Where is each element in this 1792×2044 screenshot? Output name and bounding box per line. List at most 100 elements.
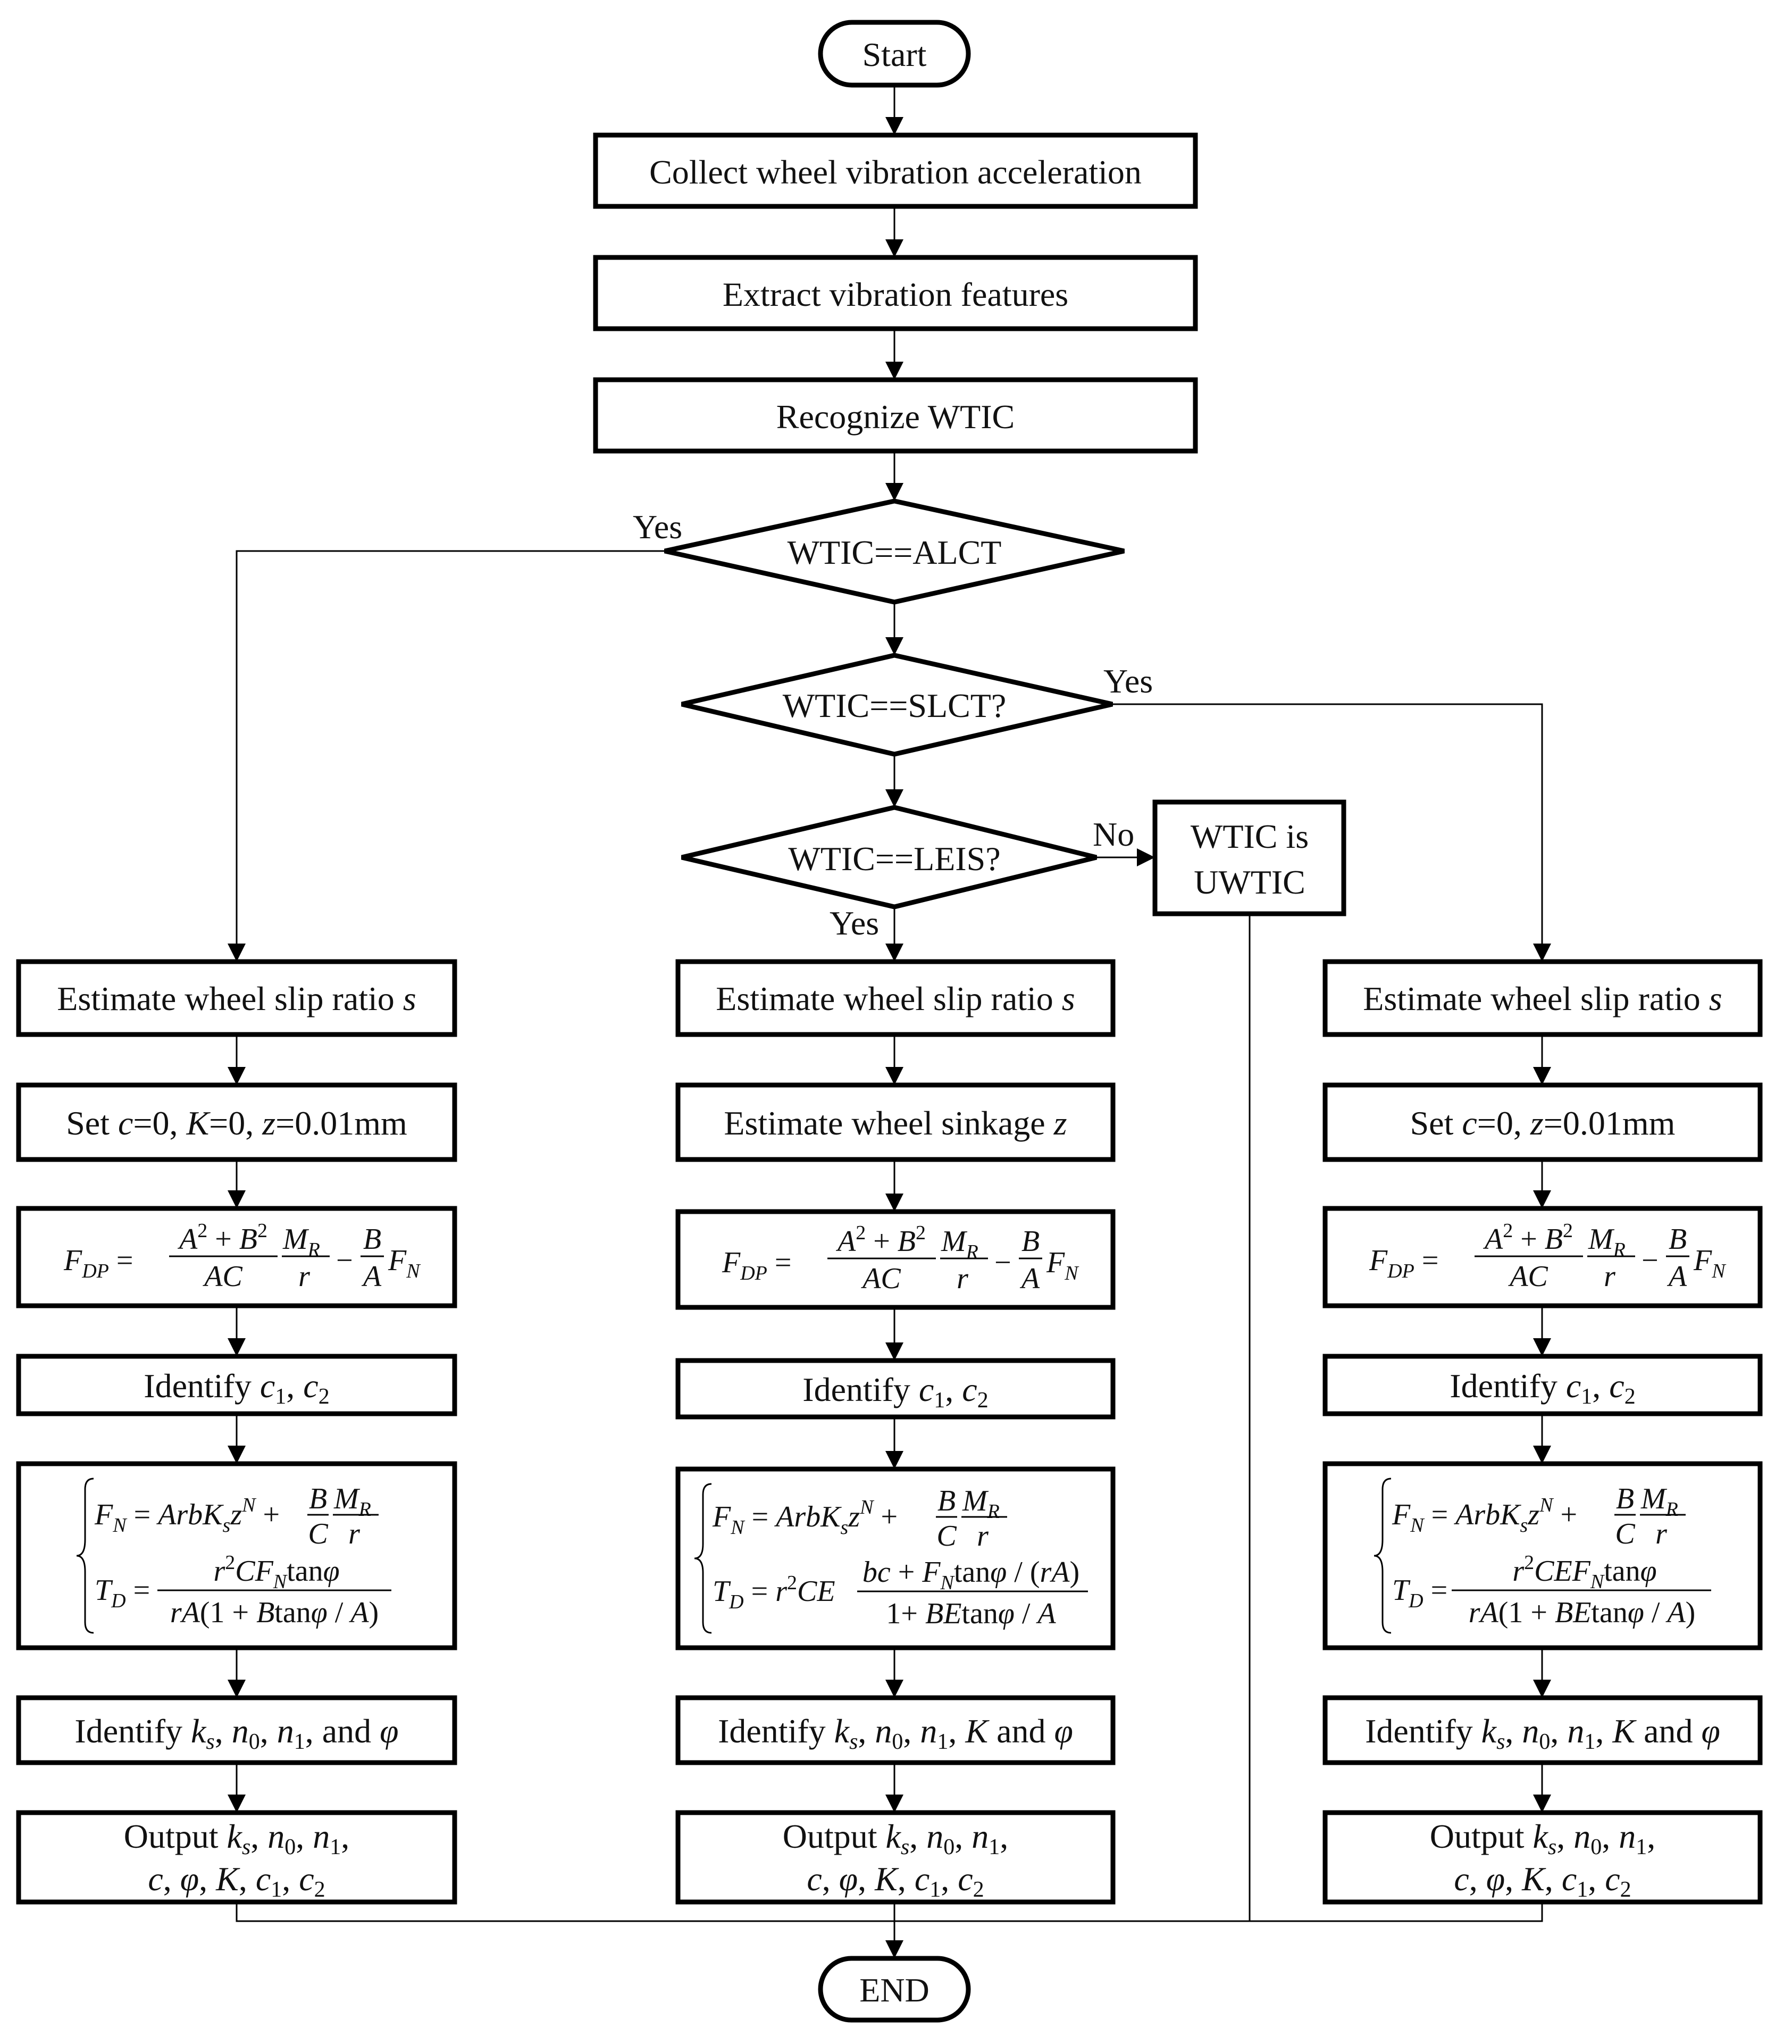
left-set-box (16, 1082, 457, 1162)
start-label: Start (862, 36, 927, 73)
right-set-label: Set c=0, z=0.01mm (1410, 1104, 1676, 1142)
decision-alct-label: WTIC==ALCT (788, 533, 1002, 571)
left-identify-c-label: Identify c1, c2 (144, 1367, 329, 1409)
right-slip-box (1322, 959, 1763, 1037)
left-system-formula: FN = ArbKszN + B C MR r TD = r2CFNtanφ r… (76, 1478, 391, 1634)
yes-label-alct: Yes (633, 508, 682, 546)
svg-text:TD =: TD = (95, 1574, 150, 1612)
mid-fdp-box (675, 1209, 1116, 1310)
extract-label: Extract vibration features (723, 276, 1068, 313)
svg-text:FDP =: FDP = (722, 1246, 791, 1284)
svg-text:A: A (1019, 1262, 1040, 1295)
recognize-box: Recognize WTIC (593, 377, 1198, 454)
right-output-box (1322, 1810, 1763, 1905)
left-set-label: Set c=0, K=0, z=0.01mm (66, 1104, 407, 1142)
svg-text:rA(1 + BEtanφ / A): rA(1 + BEtanφ / A) (1469, 1596, 1696, 1629)
left-system-box (16, 1461, 457, 1650)
decision-slct-label: WTIC==SLCT? (783, 687, 1007, 724)
svg-text:B: B (1669, 1223, 1687, 1256)
collect-label: Collect wheel vibration acceleration (649, 153, 1142, 191)
svg-text:C: C (308, 1517, 328, 1550)
arrow-alct-yes-left (228, 550, 665, 962)
left-identify-c-box (16, 1354, 457, 1416)
svg-text:FDP =: FDP = (1369, 1244, 1438, 1282)
recognize-label: Recognize WTIC (776, 398, 1015, 436)
svg-text:B: B (363, 1223, 381, 1256)
svg-text:MR: MR (1588, 1223, 1626, 1261)
mid-sinkage-box (675, 1082, 1116, 1162)
right-column: Estimate wheel slip ratio s Set c=0, z=0… (1322, 959, 1763, 1905)
right-output-line1: Output ks, n0, n1, (1430, 1817, 1656, 1859)
mid-output-box (675, 1810, 1116, 1905)
svg-text:r: r (1604, 1260, 1615, 1293)
svg-text:−: − (336, 1244, 353, 1277)
svg-text:r: r (957, 1262, 968, 1295)
svg-text:B: B (1616, 1482, 1634, 1515)
right-identify-c-box (1322, 1354, 1763, 1416)
svg-text:rA(1 + Btanφ / A): rA(1 + Btanφ / A) (170, 1596, 379, 1629)
left-identify-k-label: Identify ks, n0, n1, and φ (74, 1712, 398, 1754)
svg-text:C: C (1615, 1517, 1635, 1550)
svg-text:MR: MR (333, 1482, 371, 1521)
collect-box: Collect wheel vibration acceleration (593, 132, 1198, 209)
mid-identify-k-label: Identify ks, n0, n1, K and φ (718, 1712, 1073, 1754)
right-identify-k-label: Identify ks, n0, n1, K and φ (1365, 1712, 1720, 1754)
left-column: Estimate wheel slip ratio s Set c=0, K=0… (16, 959, 457, 1905)
uwtic-line2: UWTIC (1194, 863, 1305, 901)
svg-text:r: r (977, 1520, 989, 1553)
svg-text:−: − (1642, 1244, 1659, 1277)
left-output-box (16, 1810, 457, 1905)
svg-text:TD =: TD = (1392, 1574, 1447, 1612)
mid-slip-label: Estimate wheel slip ratio s (716, 980, 1075, 1017)
svg-text:B: B (309, 1482, 327, 1515)
right-identify-k-box (1322, 1695, 1763, 1765)
start-terminator: Start (818, 20, 971, 88)
svg-text:MR: MR (941, 1225, 978, 1263)
uwtic-box: WTIC is UWTIC (1152, 799, 1346, 916)
svg-text:FN = ArbKszN +: FN = ArbKszN + (94, 1494, 280, 1537)
connectors (228, 85, 1551, 1958)
right-identify-c-label: Identify c1, c2 (1450, 1367, 1635, 1409)
left-output-line2: c, φ, K, c1, c2 (148, 1860, 325, 1902)
svg-text:C: C (936, 1520, 957, 1553)
end-label: END (859, 1971, 930, 2009)
mid-system-formula: FN = ArbKszN + B C MR r TD = r2CE bc + F… (694, 1483, 1088, 1634)
svg-text:MR: MR (282, 1223, 320, 1261)
svg-text:A2 + B2: A2 + B2 (177, 1220, 267, 1256)
decision-leis: WTIC==LEIS? (681, 805, 1098, 910)
svg-text:r2CEFNtanφ: r2CEFNtanφ (1512, 1551, 1656, 1593)
left-output-line1: Output ks, n0, n1, (124, 1817, 350, 1859)
right-system-formula: FN = ArbKszN + B C MR r TD = r2CEFNtanφ … (1374, 1478, 1711, 1634)
svg-text:FN = ArbKszN +: FN = ArbKszN + (1392, 1494, 1577, 1537)
svg-text:FN = ArbKszN +: FN = ArbKszN + (712, 1496, 898, 1539)
svg-text:FN: FN (1046, 1246, 1079, 1284)
svg-text:AC: AC (860, 1262, 901, 1295)
uwtic-line1: WTIC is (1191, 817, 1309, 855)
decision-slct: WTIC==SLCT? (681, 653, 1113, 757)
left-slip-box (16, 959, 457, 1037)
mid-identify-k-box (675, 1695, 1116, 1765)
merge-line (236, 1902, 1543, 1922)
svg-text:A: A (361, 1260, 382, 1293)
right-slip-label: Estimate wheel slip ratio s (1363, 980, 1722, 1017)
svg-text:AC: AC (202, 1260, 242, 1293)
svg-text:A2 + B2: A2 + B2 (1483, 1220, 1573, 1256)
svg-text:r2CFNtanφ: r2CFNtanφ (213, 1551, 339, 1593)
yes-label-leis: Yes (830, 904, 879, 942)
arrow-slct-yes-right (1112, 703, 1551, 962)
left-slip-label: Estimate wheel slip ratio s (57, 980, 416, 1017)
svg-text:AC: AC (1508, 1260, 1548, 1293)
end-terminator: END (818, 1956, 971, 2023)
svg-text:1+ BEtanφ / A: 1+ BEtanφ / A (886, 1597, 1056, 1630)
svg-text:−: − (994, 1246, 1011, 1279)
svg-text:r: r (298, 1260, 310, 1293)
mid-identify-c-box (675, 1358, 1116, 1420)
decision-alct: WTIC==ALCT (664, 498, 1125, 605)
svg-text:TD = r2CE: TD = r2CE (713, 1572, 835, 1613)
extract-box: Extract vibration features (593, 255, 1198, 331)
svg-text:A: A (1667, 1260, 1687, 1293)
no-label-leis: No (1093, 815, 1134, 853)
